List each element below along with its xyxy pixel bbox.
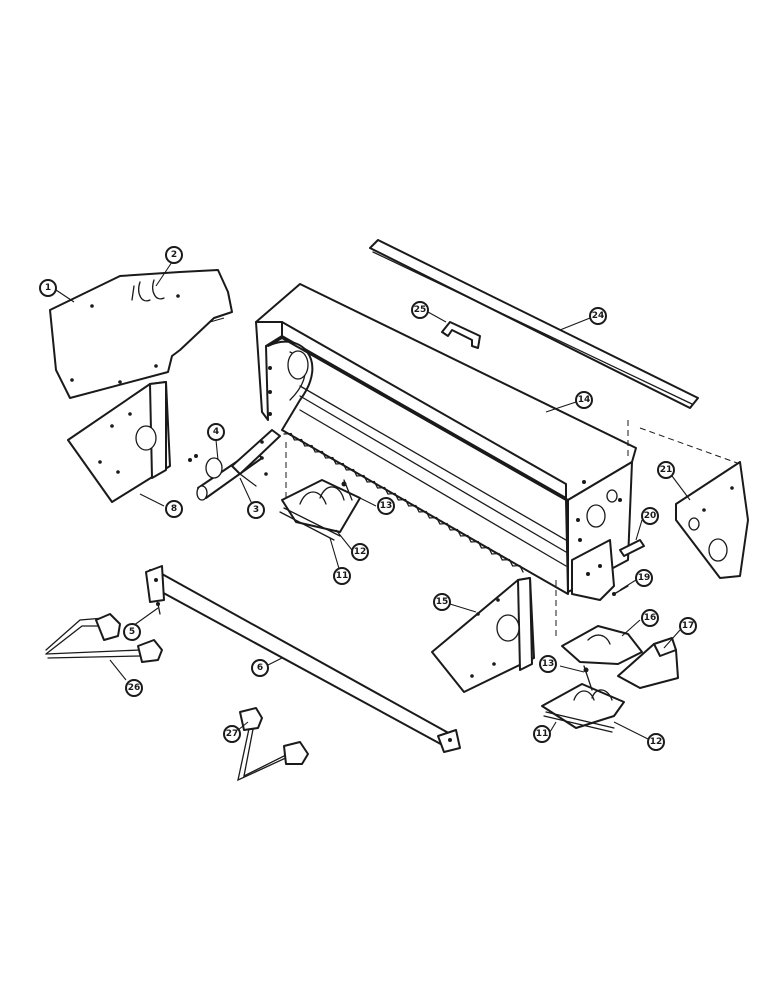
svg-text:1: 1 (45, 283, 51, 293)
callout-2: 2 (165, 246, 183, 264)
part-13-pin-lower (583, 665, 593, 691)
callout-8: 8 (165, 500, 183, 518)
callout-14: 14 (575, 391, 593, 409)
svg-text:12: 12 (354, 547, 367, 557)
callout-13-lower: 13 (539, 655, 557, 673)
part-20-pin (619, 539, 645, 557)
callout-24: 24 (589, 307, 607, 325)
callout-5: 5 (123, 623, 141, 641)
svg-text:24: 24 (592, 311, 605, 321)
callout-21: 21 (657, 461, 675, 479)
part-15-right-end-plate (431, 577, 535, 693)
svg-text:11: 11 (536, 729, 549, 739)
callout-26: 26 (125, 679, 143, 697)
callout-27: 27 (223, 725, 241, 743)
part-25-handle (441, 321, 481, 349)
svg-text:13: 13 (542, 659, 555, 669)
svg-text:21: 21 (660, 465, 673, 475)
part-12-agitator-plate-upper (281, 479, 361, 533)
part-19-fastener (612, 585, 629, 596)
callout-leaders (55, 261, 691, 741)
part-11-strip-upper (279, 507, 341, 541)
part-14-hopper-box (255, 283, 741, 640)
part-8-left-end-plate (67, 381, 171, 503)
svg-text:14: 14 (578, 395, 591, 405)
part-27-right-pedal (237, 707, 309, 782)
svg-text:19: 19 (638, 573, 651, 583)
callout-3: 3 (247, 501, 265, 519)
svg-text:3: 3 (253, 505, 259, 515)
svg-text:6: 6 (257, 663, 263, 673)
svg-text:27: 27 (226, 729, 239, 739)
svg-text:16: 16 (644, 613, 657, 623)
callout-20: 20 (641, 507, 659, 525)
callout-11-upper: 11 (333, 567, 351, 585)
part-2-slot-plate (131, 279, 165, 302)
svg-text:11: 11 (336, 571, 349, 581)
part-12-agitator-plate-lower (541, 683, 625, 729)
part-21-right-side-panel (675, 461, 749, 579)
part-6-cross-rod (145, 565, 461, 753)
part-3-bracket (231, 429, 281, 487)
part-16-agitator-finger (561, 625, 643, 665)
svg-text:8: 8 (171, 504, 177, 514)
callout-4: 4 (207, 423, 225, 441)
callout-6: 6 (251, 659, 269, 677)
part-1-left-side-panel (49, 269, 233, 399)
callout-12-upper: 12 (351, 543, 369, 561)
part-13-pin-upper (341, 479, 353, 501)
part-26-left-pedal (45, 613, 163, 663)
svg-text:4: 4 (213, 427, 219, 437)
callout-16: 16 (641, 609, 659, 627)
svg-text:26: 26 (128, 683, 141, 693)
callout-12-lower: 12 (647, 733, 665, 751)
callout-25: 25 (411, 301, 429, 319)
callout-15: 15 (433, 593, 451, 611)
svg-text:20: 20 (644, 511, 657, 521)
svg-text:2: 2 (171, 250, 177, 260)
svg-text:15: 15 (436, 597, 449, 607)
callout-1: 1 (39, 279, 57, 297)
callout-11-lower: 11 (533, 725, 551, 743)
svg-text:12: 12 (650, 737, 663, 747)
svg-text:25: 25 (414, 305, 427, 315)
callout-13-upper: 13 (377, 497, 395, 515)
svg-text:13: 13 (380, 501, 393, 511)
part-5-bolt (156, 602, 161, 615)
callout-17: 17 (679, 617, 697, 635)
part-24-top-cover (369, 239, 699, 409)
svg-text:17: 17 (682, 621, 695, 631)
part-11-strip-lower (543, 711, 615, 733)
callout-19: 19 (635, 569, 653, 587)
svg-text:5: 5 (129, 627, 135, 637)
